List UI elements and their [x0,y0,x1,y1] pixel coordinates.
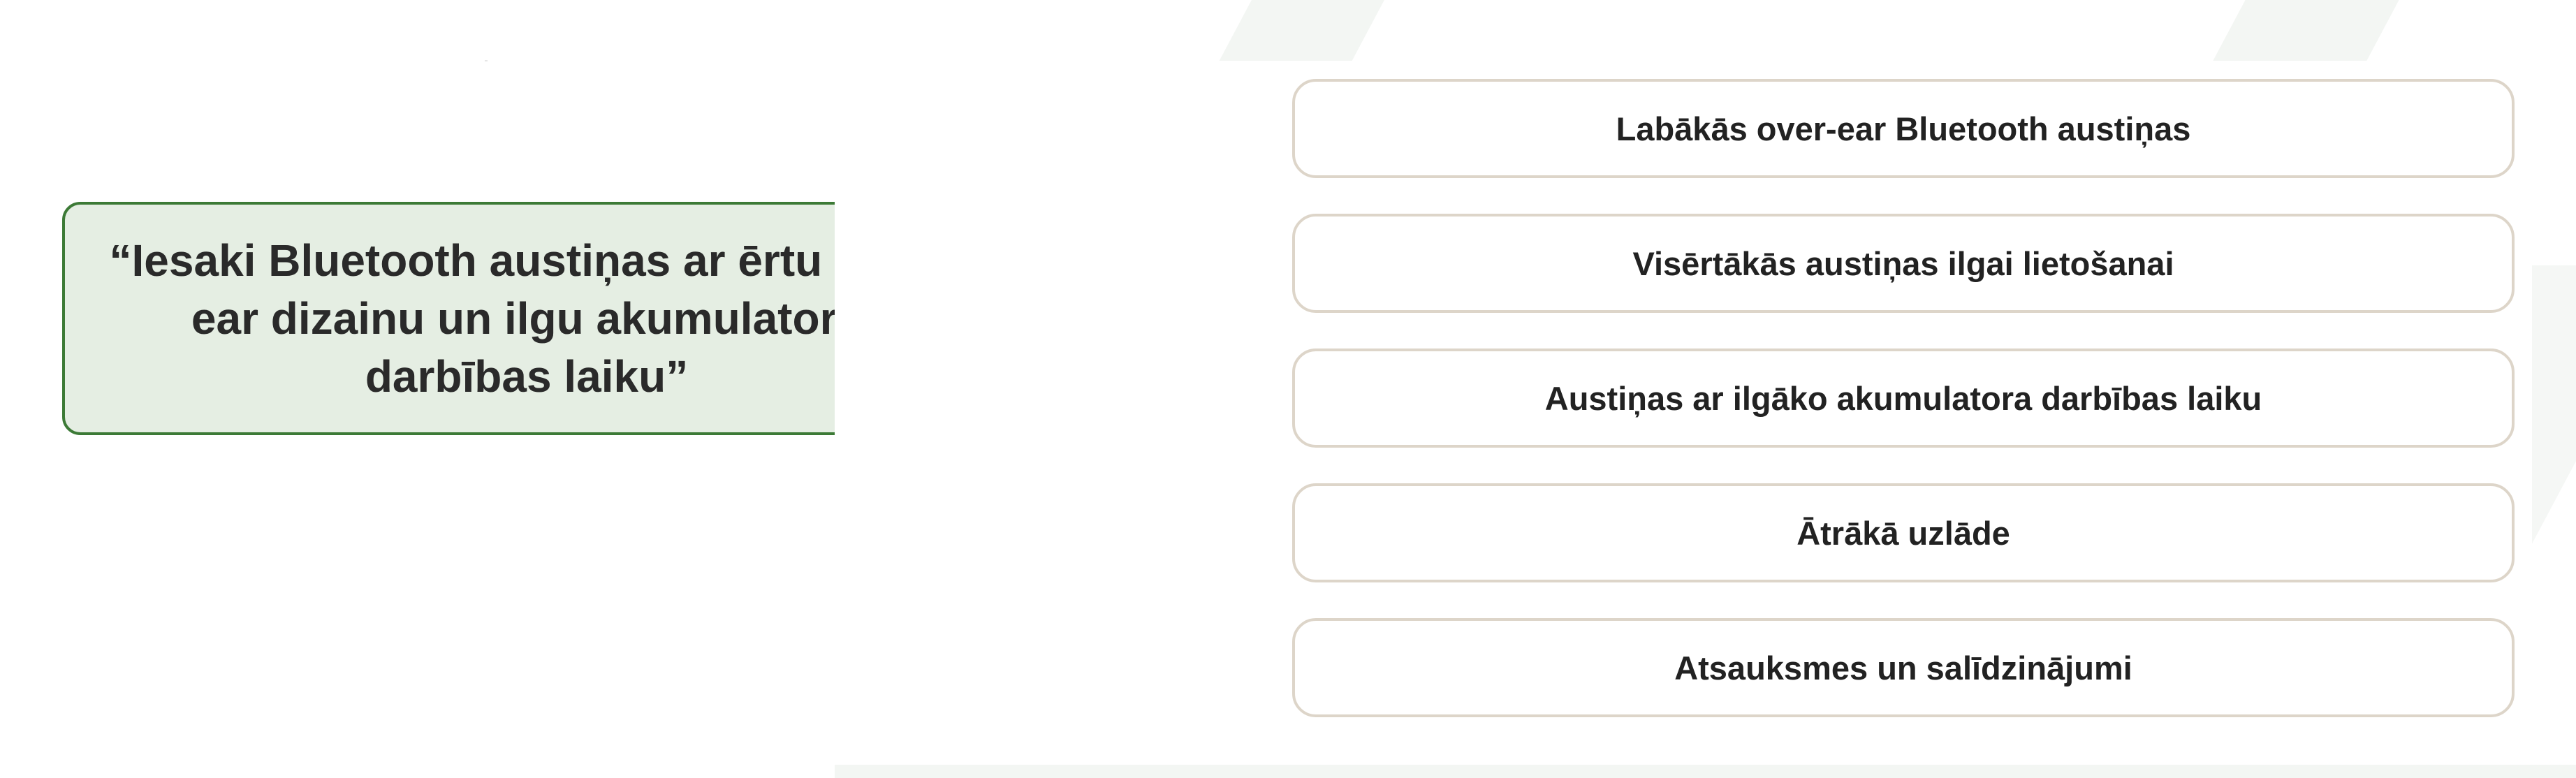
decorative-dot [485,60,488,61]
result-item-label: Ātrākā uzlāde [1796,514,2010,552]
result-item-label: Visērtākās austiņas ilgai lietošanai [1632,244,2174,282]
result-item-label: Atsauksmes un salīdzinājumi [1674,649,2132,687]
result-list: Labākās over-ear Bluetooth austiņas Visē… [835,61,2532,765]
query-text: “Iesaki Bluetooth austiņas ar ērtu over-… [109,235,944,402]
result-item-fastest-charging[interactable]: Ātrākā uzlāde [1292,483,2515,582]
result-item-most-comfortable[interactable]: Visērtākās austiņas ilgai lietošanai [1292,214,2515,313]
watermark-base [835,765,2576,778]
result-item-reviews[interactable]: Atsauksmes un salīdzinājumi [1292,618,2515,717]
result-item-label: Labākās over-ear Bluetooth austiņas [1616,110,2191,147]
result-item-label: Austiņas ar ilgāko akumulatora darbības … [1544,379,2262,417]
result-item-longest-battery[interactable]: Austiņas ar ilgāko akumulatora darbības … [1292,348,2515,448]
result-item-best-over-ear[interactable]: Labākās over-ear Bluetooth austiņas [1292,79,2515,178]
